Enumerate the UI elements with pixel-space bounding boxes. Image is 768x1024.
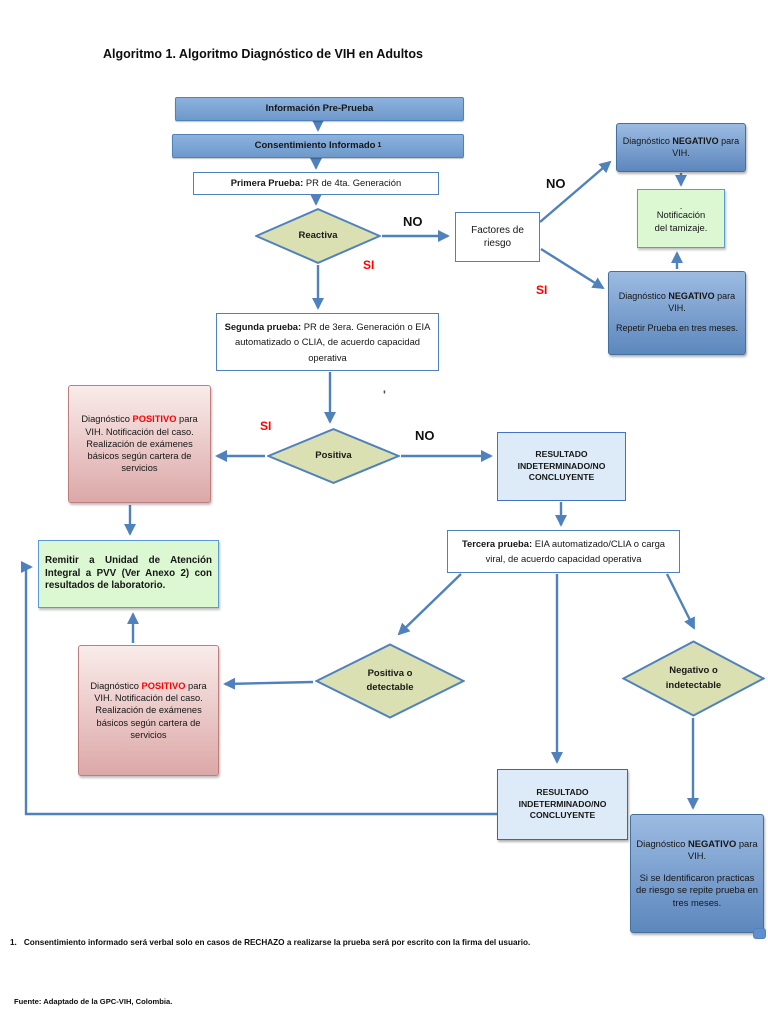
stray-mark [753,928,766,939]
node-resultado-indeterminado-2: RESULTADO INDETERMINADO/NO CONCLUYENTE [497,769,628,840]
node-diagnostico-positivo-izq: Diagnóstico POSITIVO para VIH. Notificac… [68,385,211,503]
footnote: 1. Consentimiento informado será verbal … [10,938,531,947]
decision-positiva-detectable: Positiva o detectable [315,643,465,719]
node-segunda-prueba: Segunda prueba: PR de 3era. Generación o… [216,313,439,371]
node-notificacion-tamizaje: . Notificación del tamizaje. [637,189,725,248]
footnote-ref: 1 [377,142,382,150]
node-diagnostico-positivo-inf: Diagnóstico POSITIVO para VIH. Notificac… [78,645,219,776]
node-diagnostico-negativo-final: Diagnóstico NEGATIVO para VIH. Si se Ide… [630,814,764,933]
node-primera-prueba: Primera Prueba: PR de 4ta. Generación [193,172,439,195]
edge-label-positiva-no: NO [415,428,435,443]
edge-label-reactiva-si: SI [363,258,375,272]
node-tercera-prueba: Tercera prueba: EIA automatizado/CLIA o … [447,530,680,573]
node-diagnostico-negativo-repetir: Diagnóstico NEGATIVO para VIH. Repetir P… [608,271,746,355]
edge-label-factores-si: SI [536,283,548,297]
edge-label-positiva-si: SI [260,419,272,433]
node-resultado-indeterminado-1: RESULTADO INDETERMINADO/NO CONCLUYENTE [497,432,626,501]
decision-negativo-indetectable: Negativo o indetectable [622,640,765,717]
node-diagnostico-negativo-top: Diagnóstico NEGATIVO para VIH. [616,123,746,172]
edge-label-factores-no: NO [546,176,566,191]
node-informacion-pre-prueba: Información Pre-Prueba [175,97,464,121]
decision-reactiva: Reactiva [255,208,381,264]
node-factores-de-riesgo: Factores de riesgo [455,212,540,262]
source-note: Fuente: Adaptado de la GPC-VIH, Colombia… [14,997,173,1006]
edge-label-reactiva-no: NO [403,214,423,229]
stray-tick-mark: ' [383,388,386,402]
node-remitir-unidad-atencion: Remitir a Unidad de Atención Integral a … [38,540,219,608]
node-consentimiento-informado: Consentimiento Informado 1 [172,134,464,158]
page-title: Algoritmo 1. Algoritmo Diagnóstico de VI… [103,47,423,61]
decision-positiva: Positiva [267,428,400,484]
